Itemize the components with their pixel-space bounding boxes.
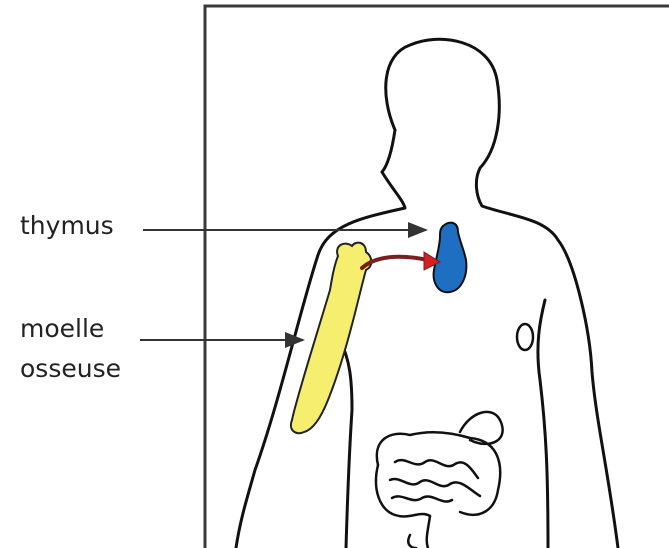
thymus-label: thymus [20,213,114,238]
body-outline [236,39,618,548]
right-arm-inner [538,300,548,548]
migration-arrow [362,257,428,268]
neck-outline [382,130,395,172]
navel-shape [517,324,533,350]
thymus-organ [434,223,467,293]
marrow-label-line2: osseuse [20,356,121,381]
marrow-label-line1: moelle [20,316,104,341]
intestines [376,412,503,548]
bone-marrow-humerus [291,243,371,434]
